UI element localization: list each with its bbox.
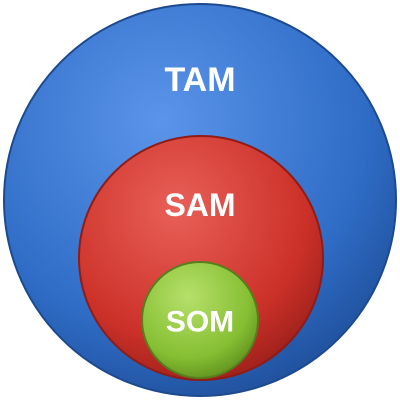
som-circle	[141, 261, 259, 379]
tam-label: TAM	[164, 61, 235, 99]
sam-label: SAM	[164, 187, 235, 223]
som-label: SOM	[166, 306, 234, 339]
sam-circle	[78, 135, 324, 381]
